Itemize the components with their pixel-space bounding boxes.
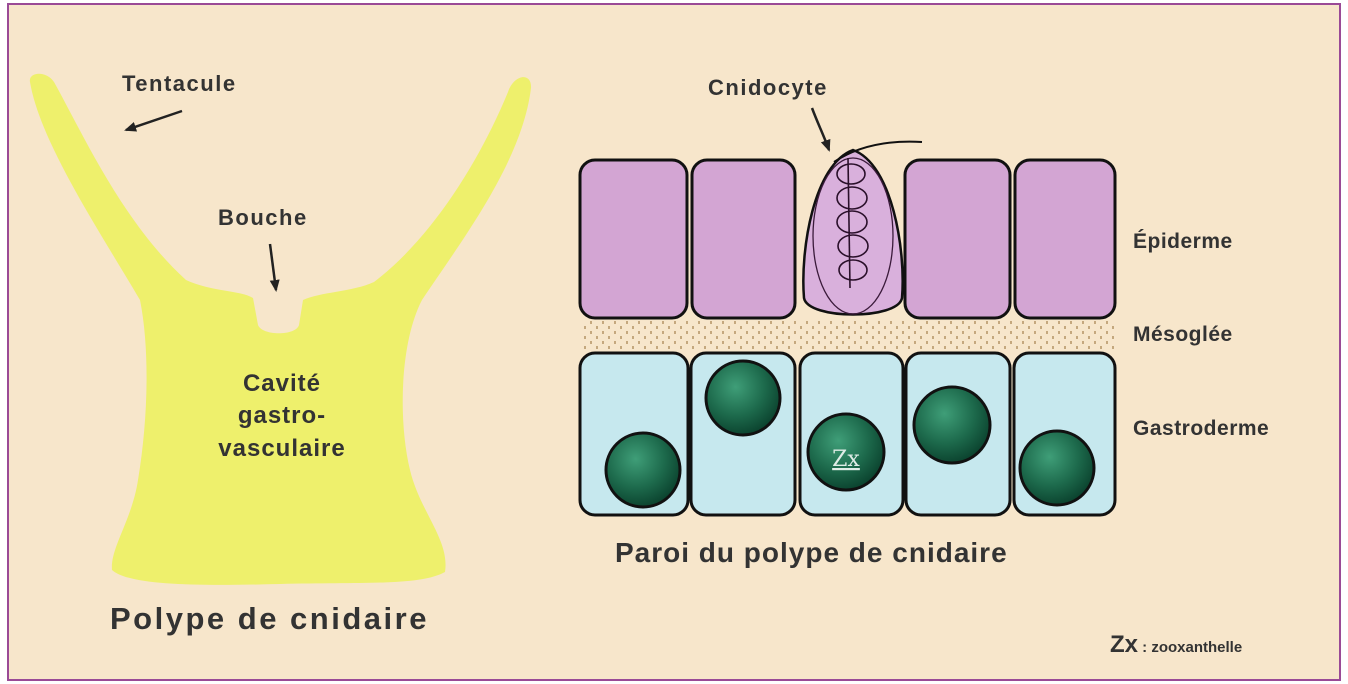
epidermis-cell	[692, 160, 795, 318]
epidermis-cell	[580, 160, 687, 318]
mesoglea-layer	[582, 321, 1114, 351]
wall-title: Paroi du polype de cnidaire	[615, 537, 1008, 568]
cavity-label-line3: vasculaire	[218, 435, 345, 462]
legend-meaning: : zooxanthelle	[1138, 639, 1242, 656]
gastrodermis-label: Gastroderme	[1133, 417, 1269, 440]
cnidocyte-label: Cnidocyte	[708, 75, 828, 100]
legend-abbr: Zx	[1110, 631, 1139, 658]
zooxanthella	[706, 361, 780, 435]
epidermis-cell	[1015, 160, 1115, 318]
tentacle-label: Tentacule	[122, 71, 237, 96]
epidermis-label: Épiderme	[1133, 230, 1233, 253]
cavity-label-line1: Cavité	[243, 370, 321, 397]
zooxanthella	[606, 433, 680, 507]
mesoglea-label: Mésoglée	[1133, 323, 1233, 346]
mouth-label: Bouche	[218, 205, 308, 230]
polyp-title: Polype de cnidaire	[110, 601, 429, 636]
epidermis-cell	[905, 160, 1010, 318]
zooxanthella	[1020, 431, 1094, 505]
cavity-label-line2: gastro-	[238, 402, 326, 429]
zooxanthella-mark: Zx	[832, 447, 860, 472]
zooxanthella	[914, 387, 990, 463]
